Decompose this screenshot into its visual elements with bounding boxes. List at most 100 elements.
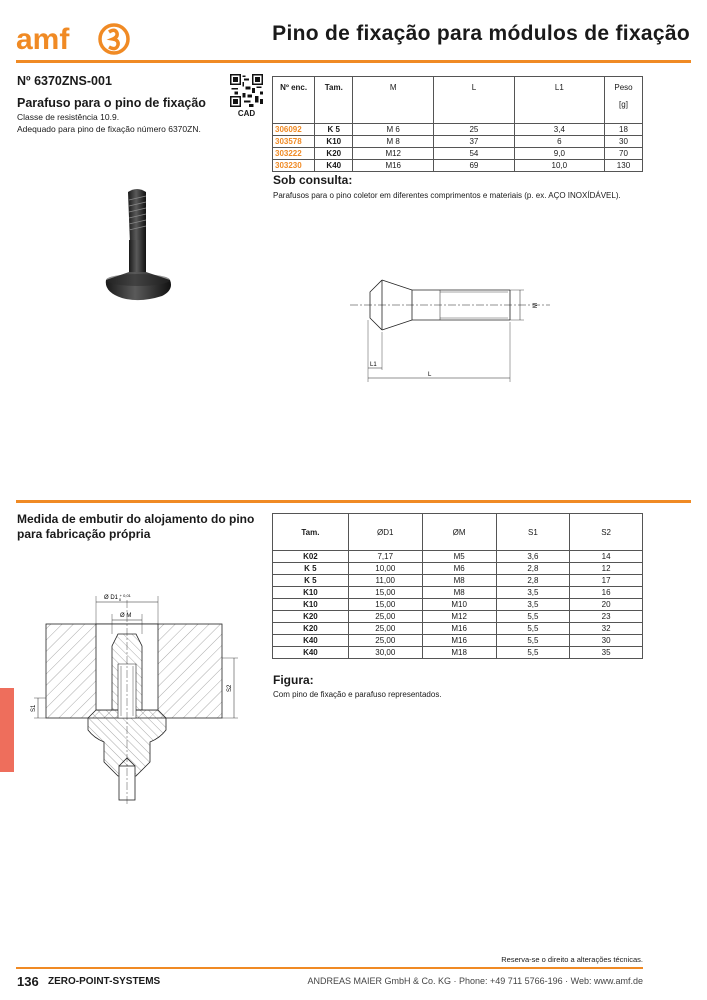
s1-cell: 3,6 (495, 550, 571, 563)
m-cell: M8 (421, 574, 497, 587)
s2-cell: 17 (569, 574, 643, 587)
size-cell: K40 (314, 159, 354, 172)
col-s1: S1 (495, 513, 571, 551)
s1-cell: 3,5 (495, 598, 571, 611)
weight-cell: 30 (603, 135, 644, 148)
s1-cell: 3,5 (495, 586, 571, 599)
figura-text: Com pino de fixação e parafuso represent… (273, 690, 442, 699)
col-weight-label: Peso (614, 83, 633, 92)
d1-cell: 15,00 (347, 598, 423, 611)
l1-cell: 6 (513, 135, 605, 148)
medida-heading: Medida de embutir do alojamento do pino … (17, 512, 255, 541)
d1-cell: 10,00 (347, 562, 423, 575)
s1-cell: 5,5 (495, 622, 571, 635)
size-cell: K40 (272, 646, 349, 659)
col-weight: Peso[g] (603, 76, 644, 124)
size-cell: K20 (272, 610, 349, 623)
d1-cell: 15,00 (347, 586, 423, 599)
m-cell: M12 (421, 610, 497, 623)
s2-cell: 20 (569, 598, 643, 611)
col-l1: L1 (513, 76, 605, 124)
m-cell: M10 (421, 598, 497, 611)
l1-cell: 3,4 (513, 123, 605, 136)
size-cell: K 5 (314, 123, 354, 136)
m-cell: M8 (421, 586, 497, 599)
col-m: ØM (421, 513, 497, 551)
m-cell: M16 (421, 622, 497, 635)
s2-cell: 12 (569, 562, 643, 575)
size-cell: K10 (272, 586, 349, 599)
desc-line-2: Adequado para pino de fixação número 637… (17, 123, 201, 134)
col-size: Tam. (272, 513, 349, 551)
m-cell: M6 (421, 562, 497, 575)
d1-cell: 11,00 (347, 574, 423, 587)
m-cell: M16 (352, 159, 435, 172)
order-code[interactable]: 303578 (271, 135, 316, 148)
size-cell: K40 (272, 634, 349, 647)
drawing2-d1-tol-upper: + 0,01 (120, 593, 132, 598)
size-cell: K20 (314, 147, 354, 160)
col-m: M (352, 76, 435, 124)
page-title: Pino de fixação para módulos de fixação (272, 22, 690, 45)
order-code[interactable]: 306092 (271, 123, 316, 136)
d1-cell: 7,17 (347, 550, 423, 563)
order-table-header: Nº enc. Tam. M L L1 Peso[g] (271, 76, 644, 124)
size-cell: K 5 (272, 574, 349, 587)
l-cell: 69 (433, 159, 515, 172)
screw-photo (105, 189, 171, 301)
s1-cell: 5,5 (495, 634, 571, 647)
drawing2-m-label: Ø M (120, 613, 131, 619)
col-l: L (433, 76, 515, 124)
s2-cell: 30 (569, 634, 643, 647)
figura-heading: Figura: (273, 673, 314, 687)
weight-cell: 18 (603, 123, 644, 136)
section-rule (16, 500, 691, 503)
desc-line-1: Classe de resistência 10.9. (17, 112, 120, 122)
size-cell: K10 (314, 135, 354, 148)
l1-cell: 10,0 (513, 159, 605, 172)
size-cell: K 5 (272, 562, 349, 575)
m-cell: M 6 (352, 123, 435, 136)
order-code[interactable]: 303230 (271, 159, 316, 172)
s1-cell: 5,5 (495, 610, 571, 623)
size-cell: K20 (272, 622, 349, 635)
header-rule (16, 60, 691, 63)
s1-cell: 2,8 (495, 562, 571, 575)
qr-code-icon[interactable] (230, 74, 263, 107)
m-cell: M16 (421, 634, 497, 647)
drawing2-s2-label: S2 (227, 684, 233, 692)
d1-cell: 30,00 (347, 646, 423, 659)
s2-cell: 32 (569, 622, 643, 635)
l-cell: 25 (433, 123, 515, 136)
l1-cell: 9,0 (513, 147, 605, 160)
col-order: Nº enc. (271, 76, 316, 124)
s1-cell: 5,5 (495, 646, 571, 659)
col-size: Tam. (314, 76, 354, 124)
l-cell: 54 (433, 147, 515, 160)
order-code[interactable]: 303222 (271, 147, 316, 160)
m-cell: M12 (352, 147, 435, 160)
m-cell: M 8 (352, 135, 435, 148)
article-number: Nº 6370ZNS-001 (17, 74, 112, 88)
drawing1-l-label: L (428, 372, 432, 378)
col-s2: S2 (569, 513, 643, 551)
m-cell: M5 (421, 550, 497, 563)
company-info: ANDREAS MAIER GmbH & Co. KG · Phone: +49… (307, 976, 643, 986)
d1-cell: 25,00 (347, 634, 423, 647)
drawing1-l1-label: L1 (370, 362, 377, 368)
screw-drawing: M L1 L (350, 279, 550, 382)
